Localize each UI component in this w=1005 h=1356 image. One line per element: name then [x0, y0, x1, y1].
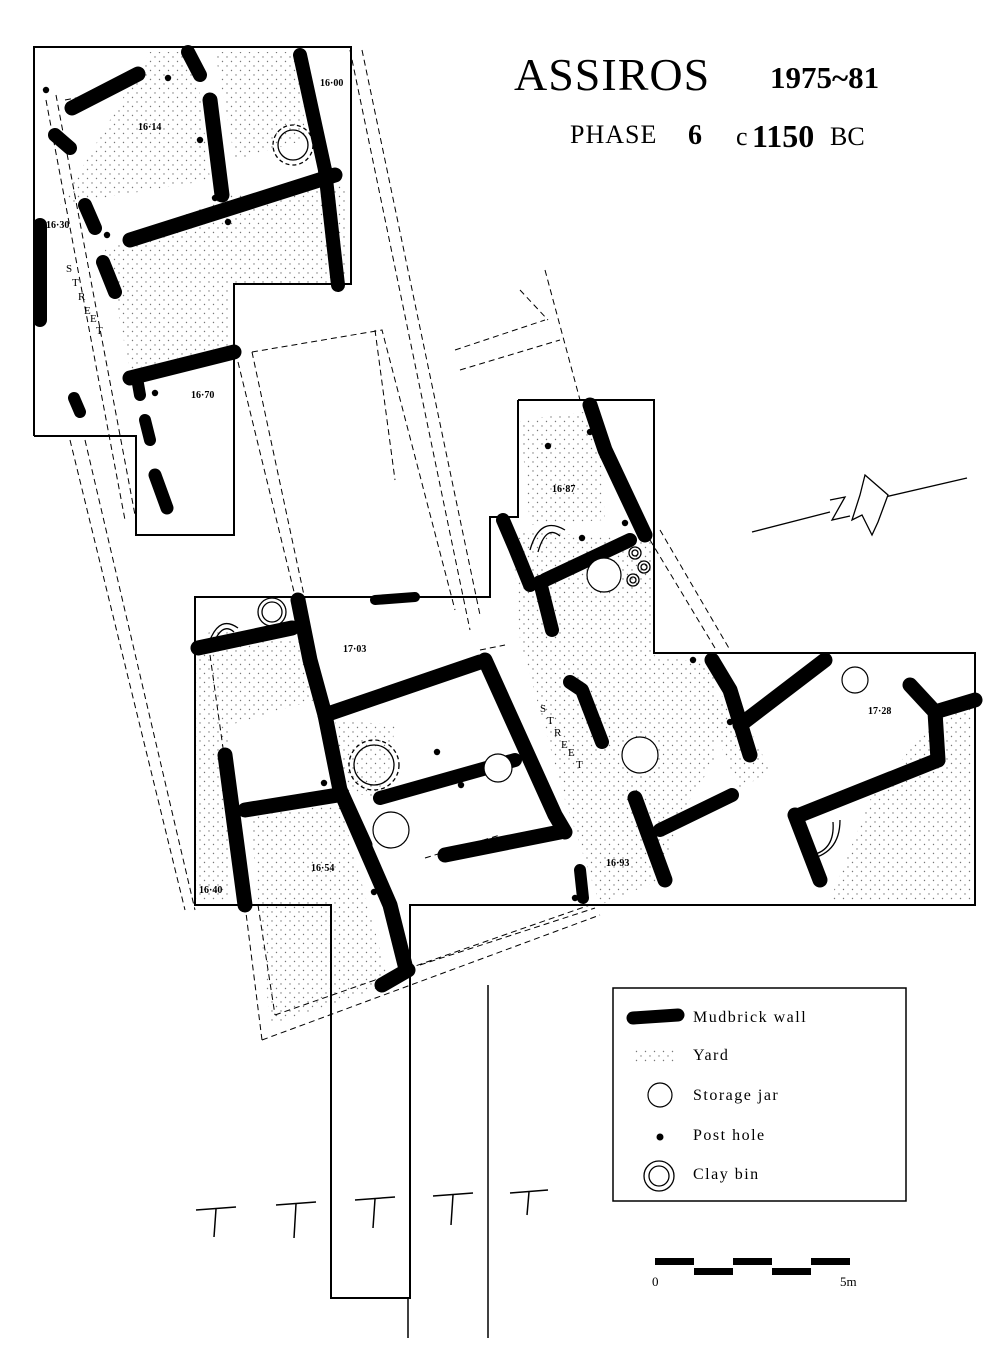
storage-jar	[372, 811, 410, 849]
storage-jar	[841, 666, 869, 694]
legend-swatch-clay-bin	[643, 1160, 675, 1192]
phase-label: PHASE	[570, 120, 658, 149]
legend-label-mudbrick-wall: Mudbrick wall	[693, 1009, 808, 1026]
room-label-16-87: 16·87	[552, 484, 575, 495]
clay-bin	[348, 739, 400, 791]
svg-text:R: R	[554, 727, 562, 739]
post-holes	[35, 74, 734, 902]
north-arrow-icon	[751, 473, 968, 537]
excavation-years: 1975~81	[770, 60, 880, 95]
storage-jar	[483, 753, 513, 783]
legend-swatch-yard	[635, 1048, 675, 1064]
svg-text:T: T	[72, 277, 79, 289]
room-label-17-28: 17·28	[868, 706, 891, 717]
legend-swatch-post-hole	[656, 1133, 664, 1141]
room-label-17-03: 17·03	[343, 644, 366, 655]
room-label-16-54: 16·54	[311, 863, 334, 874]
site-title: ASSIROS	[514, 49, 711, 100]
storage-jar	[621, 736, 659, 774]
svg-text:S: S	[540, 703, 546, 715]
scale-end-label: 5m	[840, 1274, 857, 1289]
svg-text:E: E	[561, 739, 568, 751]
legend-label-post-hole: Post hole	[693, 1127, 766, 1144]
clay-bins	[209, 124, 841, 861]
room-label-16-14: 16·14	[138, 122, 161, 133]
storage-jar	[586, 557, 622, 593]
phase-number: 6	[688, 120, 702, 151]
mudbrick-walls	[33, 45, 983, 993]
svg-text:T: T	[576, 759, 583, 771]
trench-outlines	[33, 46, 976, 1299]
room-labels: 16·00 16·14 16·30 16·70 16·87 17·03 17·2…	[46, 78, 891, 896]
clay-bin	[257, 597, 287, 627]
clay-bin	[277, 129, 309, 161]
scale-bar: 0 5m	[652, 1258, 857, 1289]
svg-text:S: S	[66, 263, 72, 275]
legend-label-storage-jar: Storage jar	[693, 1087, 780, 1104]
svg-text:E: E	[84, 305, 91, 317]
trench-extension	[407, 985, 489, 1338]
svg-text:T: T	[547, 715, 554, 727]
street-label-central: S T R E E T	[540, 703, 583, 771]
storage-jars	[372, 557, 869, 849]
svg-text:R: R	[78, 291, 86, 303]
room-label-16-30: 16·30	[46, 220, 69, 231]
legend-label-clay-bin: Clay bin	[693, 1166, 760, 1183]
dashed-lines	[45, 49, 731, 1041]
legend-swatch-mudbrick-wall	[626, 1008, 685, 1025]
svg-text:E: E	[568, 747, 575, 759]
scale-start-label: 0	[652, 1274, 659, 1289]
room-label-16-40: 16·40	[199, 885, 222, 896]
legend-label-yard: Yard	[693, 1047, 730, 1064]
circa-label: c	[736, 122, 748, 151]
room-label-16-00: 16·00	[320, 78, 343, 89]
era-label: BC	[830, 122, 865, 151]
phase-date: 1150	[752, 118, 815, 154]
clay-bin	[272, 124, 314, 166]
legend	[612, 987, 907, 1202]
room-label-16-70: 16·70	[191, 390, 214, 401]
street-label-north: S T R E E T	[66, 263, 103, 337]
legend-swatch-storage-jar	[647, 1082, 673, 1108]
svg-text:E: E	[90, 313, 97, 325]
svg-text:T: T	[96, 325, 103, 337]
t-markers	[195, 1189, 549, 1239]
room-label-16-93: 16·93	[606, 858, 629, 869]
